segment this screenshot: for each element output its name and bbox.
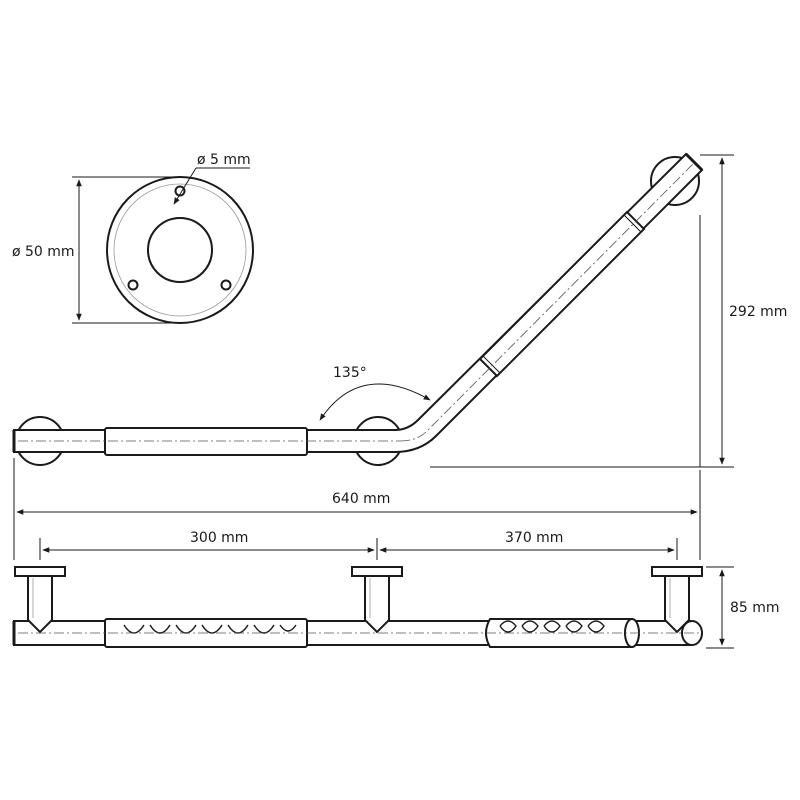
segment-dimensions: 300 mm 370 mm <box>39 530 678 560</box>
right-segment-label: 370 mm <box>505 530 563 546</box>
grab-bar-front-view <box>12 566 703 648</box>
standoff-left <box>14 566 66 634</box>
projection-label: 85 mm <box>730 600 780 616</box>
screw-hole <box>174 185 186 197</box>
flange-diameter-dimension: ø 50 mm <box>12 176 178 324</box>
flange-diameter-label: ø 50 mm <box>12 244 75 260</box>
standoff-right <box>651 566 703 634</box>
height-dimension: 292 mm <box>430 154 787 468</box>
angle-label: 135° <box>333 365 367 381</box>
screw-hole <box>127 279 139 291</box>
left-segment-label: 300 mm <box>190 530 248 546</box>
screw-hole <box>220 279 232 291</box>
height-label: 292 mm <box>729 304 787 320</box>
standoff-middle <box>351 566 403 634</box>
wall-flange-detail <box>106 176 254 324</box>
angled-grab-bar-top-view <box>12 152 704 466</box>
right-grip-texture <box>499 620 605 633</box>
screw-hole-label: ø 5 mm <box>197 152 251 168</box>
total-length-dimension: 640 mm <box>13 458 701 560</box>
angle-dimension: 135° <box>319 365 431 421</box>
screw-hole-callout: ø 5 mm <box>173 152 251 205</box>
projection-dimension: 85 mm <box>706 566 780 649</box>
total-length-label: 640 mm <box>332 491 390 507</box>
